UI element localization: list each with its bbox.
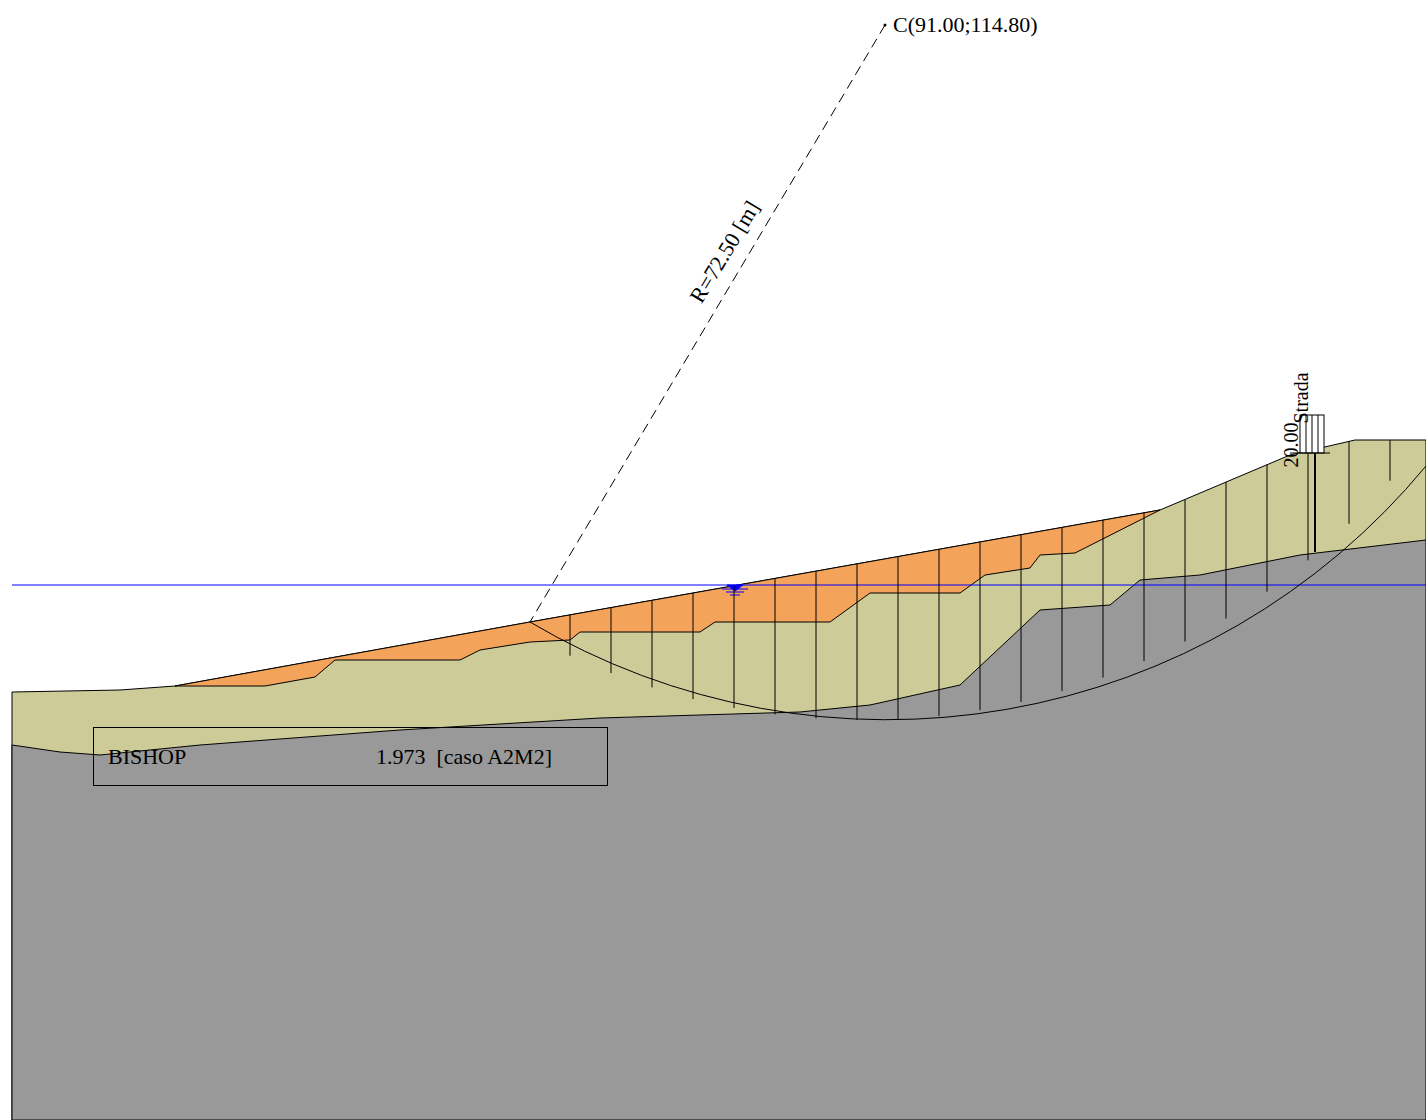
slip-circle (530, 466, 1426, 720)
load-name: Strada (1290, 372, 1310, 423)
slice-line (816, 571, 817, 718)
slice-line (1144, 513, 1145, 661)
slice-line (570, 615, 571, 656)
slice-line (1226, 482, 1227, 618)
slice-line (1308, 451, 1309, 561)
slice-line (1103, 520, 1104, 677)
slices (570, 440, 1390, 720)
slice-line (734, 586, 735, 708)
slice-line (652, 600, 653, 687)
centre-point (884, 24, 887, 27)
slice-line (1021, 535, 1022, 702)
water-symbol (722, 585, 748, 595)
slice-line (1349, 441, 1350, 523)
slice-line (611, 608, 612, 673)
bedrock (12, 540, 1426, 1120)
slice-line (898, 557, 899, 720)
safety-factor: 1.973 [caso A2M2] (376, 746, 552, 768)
slice-line (939, 549, 940, 716)
slice-line (775, 578, 776, 714)
centre-label: C(91.00;114.80) (893, 14, 1038, 36)
slice-line (1185, 499, 1186, 641)
slice-line (1062, 527, 1063, 691)
soil-layer (12, 440, 1426, 1120)
slice-line (1390, 440, 1391, 481)
slice-line (1267, 465, 1268, 592)
slice-line (980, 542, 981, 710)
water-table (12, 585, 1426, 586)
slice-line (693, 593, 694, 699)
radius-line (530, 25, 885, 622)
load-value: 20.00 (1280, 423, 1300, 468)
method-name: BISHOP (108, 746, 186, 768)
fill-layer (175, 510, 1160, 686)
slice-line (857, 564, 858, 720)
result-box: BISHOP 1.973 [caso A2M2] (93, 727, 608, 786)
